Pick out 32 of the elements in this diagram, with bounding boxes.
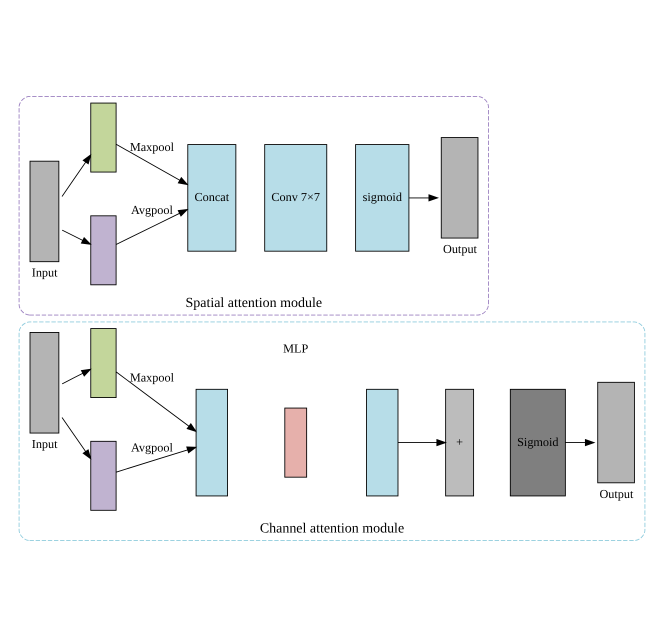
arrow [116, 370, 198, 432]
node-label: Output [443, 242, 477, 256]
node-box: Conv 7×7 [264, 144, 328, 252]
node-box [90, 102, 117, 172]
label: MLP [283, 340, 308, 355]
arrow [62, 229, 92, 244]
node-box: Sigmoid [510, 388, 566, 496]
node-box: + [445, 388, 474, 496]
node-label: Input [32, 265, 58, 280]
arrow [62, 368, 92, 384]
arrow [116, 446, 198, 472]
node-box [284, 407, 308, 478]
edge-label: Avgpool [131, 440, 173, 454]
arrow [62, 153, 92, 196]
edge-label: Avgpool [131, 202, 173, 216]
node-box [90, 440, 117, 510]
node-box: Concat [187, 144, 236, 252]
arrow [408, 194, 439, 202]
node-box [196, 388, 228, 496]
node-label: Input [32, 436, 58, 451]
node-box: sigmoid [355, 144, 410, 252]
node-box [90, 328, 117, 398]
node-label: Output [599, 486, 634, 500]
arrow [398, 438, 447, 446]
arrow [565, 438, 596, 446]
node-box [366, 388, 398, 496]
arrow [62, 416, 92, 460]
edge-label: Maxpool [130, 370, 174, 384]
node-box [90, 214, 117, 285]
arrow [116, 143, 189, 185]
edge-label: Maxpool [130, 139, 174, 154]
arrow [116, 208, 189, 244]
